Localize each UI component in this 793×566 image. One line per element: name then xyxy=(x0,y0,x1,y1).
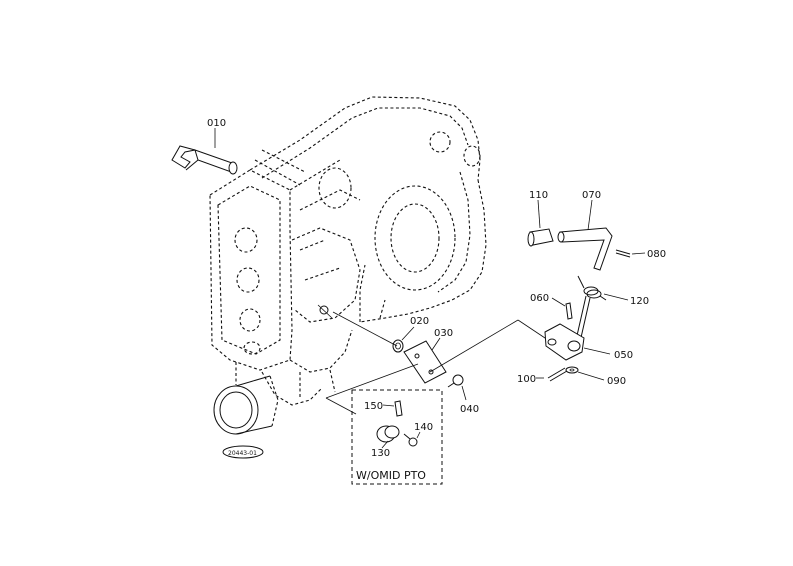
label-080: 080 xyxy=(647,249,666,260)
label-130: 130 xyxy=(371,448,390,459)
label-070: 070 xyxy=(582,190,601,201)
part-080-pin xyxy=(615,249,646,258)
label-110: 110 xyxy=(529,190,548,201)
label-060: 060 xyxy=(530,293,549,304)
part-030-cover-plate xyxy=(403,337,447,384)
label-010: 010 xyxy=(207,118,226,129)
inset-caption: W/OMID PTO xyxy=(356,469,426,482)
label-120: 120 xyxy=(630,296,649,307)
part-040-bolt xyxy=(447,374,467,401)
drawing-code-stamp xyxy=(222,445,264,459)
label-030: 030 xyxy=(434,328,453,339)
label-090: 090 xyxy=(607,376,626,387)
label-020: 020 xyxy=(410,316,429,327)
label-050: 050 xyxy=(614,350,633,361)
transmission-housing xyxy=(209,96,487,406)
part-110-cap xyxy=(527,199,554,247)
output-shaft-bearing xyxy=(213,375,279,435)
label-040: 040 xyxy=(460,404,479,415)
part-010-lever-shaft xyxy=(171,128,238,175)
part-020-o-ring xyxy=(392,326,415,353)
inset-without-mid-pto xyxy=(351,389,443,485)
part-070-rod xyxy=(557,199,613,271)
part-120-spring xyxy=(577,275,629,301)
part-090-washer xyxy=(565,366,605,381)
label-100: 100 xyxy=(517,374,536,385)
part-100-pin xyxy=(536,367,568,382)
label-140: 140 xyxy=(414,422,433,433)
part-060-pin xyxy=(551,297,573,320)
part-050-bracket xyxy=(544,323,611,361)
drawing-code: 20443-01 xyxy=(228,450,257,457)
label-150: 150 xyxy=(364,401,383,412)
